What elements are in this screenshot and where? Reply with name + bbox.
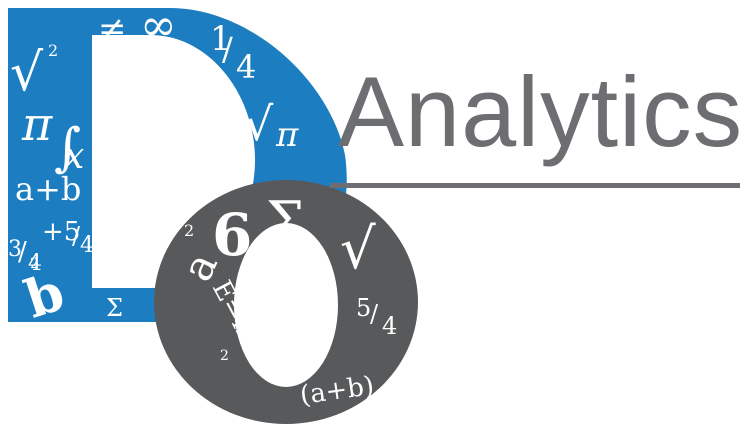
svg-text:/: / xyxy=(370,300,379,328)
svg-text:√: √ xyxy=(244,97,274,151)
svg-text:/: / xyxy=(222,30,233,68)
d-math-symbols: √ 2 ≠ ∞ 1 / 4 π ∫ x 2 √ π a+b 3 / 4 +5 /… xyxy=(8,0,299,331)
svg-text:Σ: Σ xyxy=(106,294,123,322)
svg-text:4: 4 xyxy=(382,312,397,340)
wordmark-analytics: Analytics xyxy=(338,56,744,167)
svg-text:a+b: a+b xyxy=(15,170,81,208)
svg-text:√: √ xyxy=(10,43,44,103)
svg-text:4: 4 xyxy=(236,48,256,86)
svg-text:/: / xyxy=(72,222,81,250)
svg-text:2: 2 xyxy=(30,256,39,272)
svg-text:4: 4 xyxy=(80,233,94,258)
svg-text:6: 6 xyxy=(212,201,252,269)
svg-text:π: π xyxy=(275,115,299,155)
svg-text:∫: ∫ xyxy=(54,118,81,178)
svg-text:∞: ∞ xyxy=(140,0,177,51)
svg-text:1: 1 xyxy=(210,19,232,59)
svg-text:≠: ≠ xyxy=(98,9,127,49)
svg-text:5: 5 xyxy=(356,294,371,322)
svg-text:2: 2 xyxy=(48,41,58,60)
svg-text:π: π xyxy=(21,97,53,151)
svg-text:Σ: Σ xyxy=(266,190,304,253)
svg-text:√: √ xyxy=(340,217,376,282)
svg-text:4: 4 xyxy=(28,251,42,276)
svg-text:2: 2 xyxy=(184,221,194,240)
o-letter-mark xyxy=(154,180,418,424)
svg-text:3: 3 xyxy=(8,237,22,262)
svg-text:/: / xyxy=(18,237,27,267)
svg-text:2: 2 xyxy=(220,348,229,364)
wordmark-underline xyxy=(330,183,740,188)
svg-text:x: x xyxy=(64,136,84,177)
svg-text:2: 2 xyxy=(230,117,240,136)
svg-text:+5: +5 xyxy=(42,217,80,247)
